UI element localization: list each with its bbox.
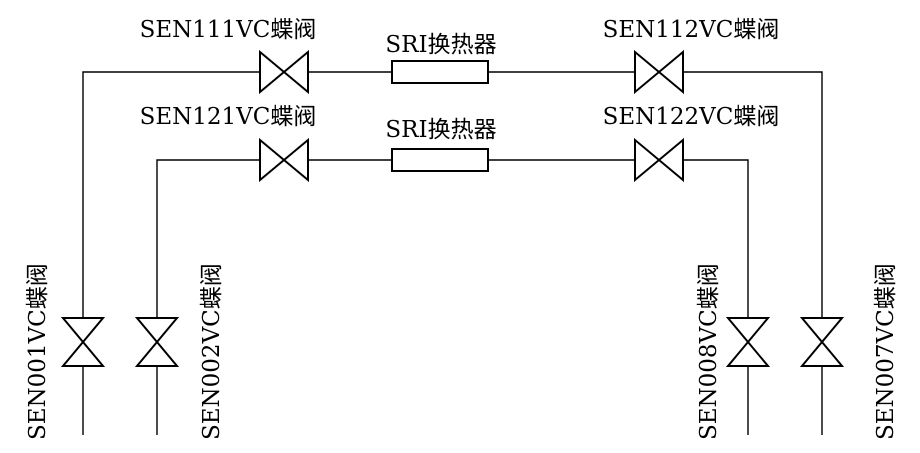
valve-sen121vc[interactable] (259, 137, 309, 183)
label-sen111vc: SEN111VC蝶阀 (140, 17, 317, 43)
valve-sen007vc[interactable] (799, 317, 845, 367)
label-sen122vc: SEN122VC蝶阀 (603, 104, 780, 130)
valve-sen002vc[interactable] (134, 317, 180, 367)
heat-exchanger-mid[interactable] (391, 148, 489, 172)
label-sen001vc: SEN001VC蝶阀 (25, 263, 51, 440)
heat-exchanger-top[interactable] (391, 60, 489, 84)
valve-sen111vc[interactable] (259, 49, 309, 95)
valve-sen008vc[interactable] (725, 317, 771, 367)
label-hx-mid: SRI换热器 (385, 117, 496, 143)
inner-pipe-loop (156, 159, 749, 435)
valve-sen112vc[interactable] (634, 49, 684, 95)
label-sen002vc: SEN002VC蝶阀 (199, 263, 225, 440)
label-sen008vc: SEN008VC蝶阀 (696, 263, 722, 440)
label-sen112vc: SEN112VC蝶阀 (603, 17, 780, 43)
label-hx-top: SRI换热器 (385, 32, 496, 58)
label-sen121vc: SEN121VC蝶阀 (140, 104, 317, 130)
valve-sen122vc[interactable] (634, 137, 684, 183)
label-sen007vc: SEN007VC蝶阀 (873, 263, 899, 440)
valve-sen001vc[interactable] (60, 317, 106, 367)
